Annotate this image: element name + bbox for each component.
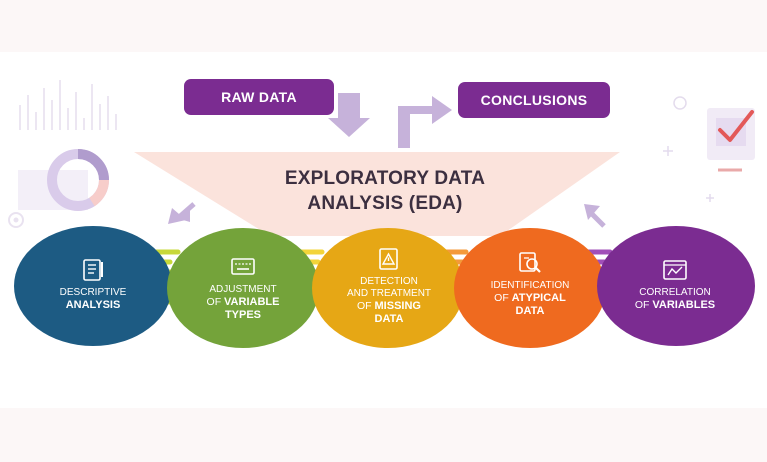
title-line-1: EXPLORATORY DATA [284,168,486,189]
decorative-sparkle-icon [663,96,714,202]
diagram-title: EXPLORATORY DATA ANALYSIS (EDA) [240,166,530,216]
keyboard-icon [231,258,255,275]
step-2-line-2: OF VARIABLE [206,296,280,308]
decorative-donut-chart-icon [18,149,110,211]
decorative-checkbox-icon [707,108,755,172]
step-4-line-2: OF ATYPICAL [494,292,566,304]
step-variable-types: ADJUSTMENT OF VARIABLE TYPES [188,240,298,336]
raw-data-label: RAW DATA [221,89,297,105]
correlation-window-icon [663,259,687,280]
oval-missing-data [312,228,464,348]
raw-data-box: RAW DATA [184,79,334,115]
step-3-line-1: DETECTION [360,276,418,287]
right-diagonal-arrow [584,204,600,220]
step-3-line-2: OF MISSING [357,300,421,312]
up-arrow [398,96,452,148]
step-2-line-1: ADJUSTMENT [209,284,277,295]
step-4-line-3: DATA [515,305,545,317]
step-1-line-2: ANALYSIS [65,298,121,311]
step-descriptive-analysis: DESCRIPTIVE ANALYSIS [38,236,148,332]
conclusions-box: CONCLUSIONS [458,82,610,118]
checklist-icon [83,258,103,281]
oval-atypical-data [454,228,606,348]
title-line-2: ANALYSIS (EDA) [307,193,463,214]
step-4-line-1: IDENTIFICATION [490,280,570,291]
step-missing-data: DETECTION AND TREATMENT OF MISSING DATA [334,236,444,336]
step-5-line-1: CORRELATION [639,286,711,298]
step-1-line-1: DESCRIPTIVE [59,286,127,298]
conclusions-label: CONCLUSIONS [480,92,588,108]
decorative-bar-chart-icon [19,80,117,130]
down-arrow [328,93,370,137]
decorative-gear-icon [8,212,24,228]
step-3-line-3: DATA [374,313,404,325]
step-2-line-3: TYPES [224,309,262,321]
step-5-line-2: OF VARIABLES [634,298,716,311]
oval-correlation [597,226,755,346]
magnifier-chart-icon [519,252,541,273]
oval-variable-types [167,228,319,348]
warning-document-icon [379,248,398,270]
step-atypical-data: IDENTIFICATION OF ATYPICAL DATA [475,236,585,332]
oval-descriptive [14,226,172,346]
funnel-shape [134,152,620,236]
step-correlation: CORRELATION OF VARIABLES [620,236,730,332]
step-3-line-1b: AND TREATMENT [346,288,432,299]
